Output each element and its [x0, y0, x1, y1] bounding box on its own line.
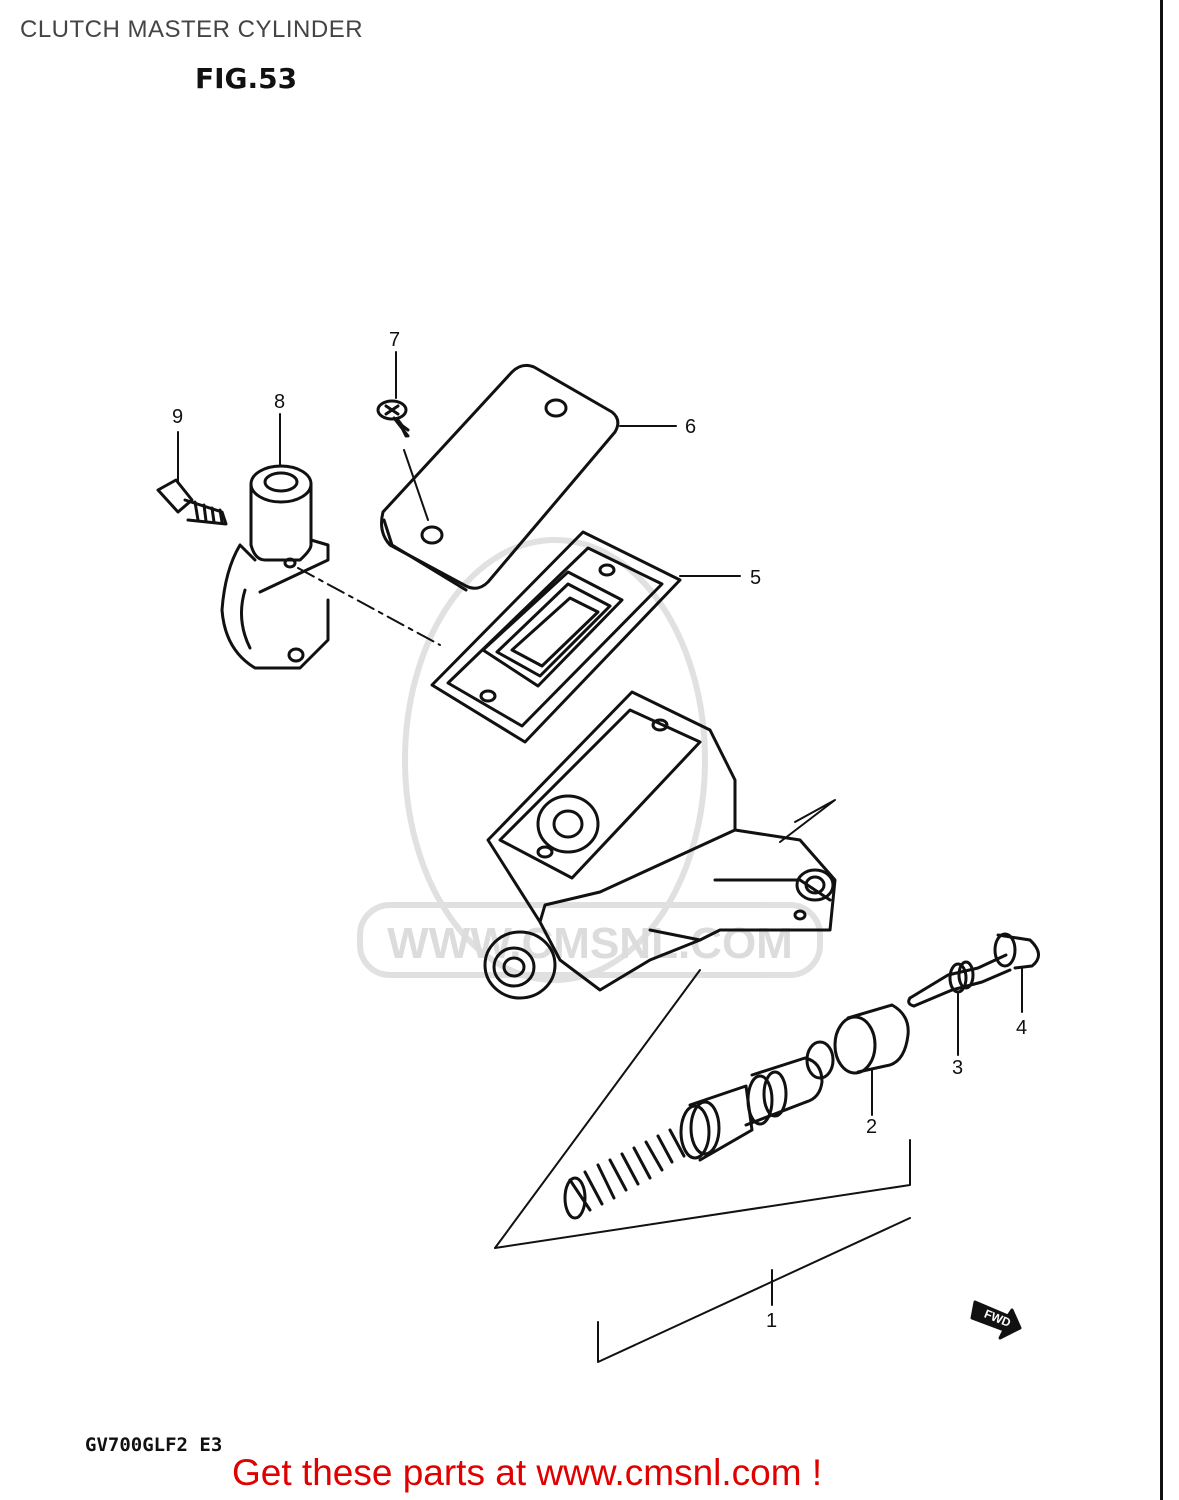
part-4-end-cap [993, 932, 1040, 970]
figure-number: FIG.53 [195, 62, 298, 95]
callout-2: 2 [866, 1116, 877, 1138]
callout-1: 1 [766, 1310, 777, 1332]
part-1-cylinder-body [483, 690, 837, 1000]
leader-lines [177, 351, 1023, 1363]
part-1-piston-spring [563, 1056, 824, 1220]
part-3-push-rod [907, 953, 1012, 1008]
model-code: GV700GLF2 E3 [85, 1434, 223, 1456]
footer-parts-link[interactable]: Get these parts at www.cmsnl.com ! [232, 1452, 823, 1493]
callout-4: 4 [1016, 1017, 1027, 1039]
fwd-arrow [970, 1300, 1022, 1340]
callout-9: 9 [172, 406, 183, 428]
part-7-screw [376, 399, 410, 438]
callout-6: 6 [685, 416, 696, 438]
callout-3: 3 [952, 1057, 963, 1079]
callout-5: 5 [750, 567, 761, 589]
part-6-reservoir-cap [380, 363, 620, 592]
part-2-dust-boot [805, 1003, 910, 1080]
watermark [357, 537, 823, 983]
page-border-rule [1160, 0, 1163, 1500]
callout-numbers: 1 2 3 4 5 6 7 8 9 [172, 329, 1027, 1332]
watermark-text: WWW.CMSNL.COM [387, 919, 793, 968]
page-title: CLUTCH MASTER CYLINDER [20, 16, 364, 43]
part-5-diaphragm [430, 530, 682, 744]
callout-7: 7 [389, 329, 400, 351]
part-9-bolt [156, 478, 228, 526]
part-8-lever-holder [220, 464, 330, 670]
callout-8: 8 [274, 391, 285, 413]
